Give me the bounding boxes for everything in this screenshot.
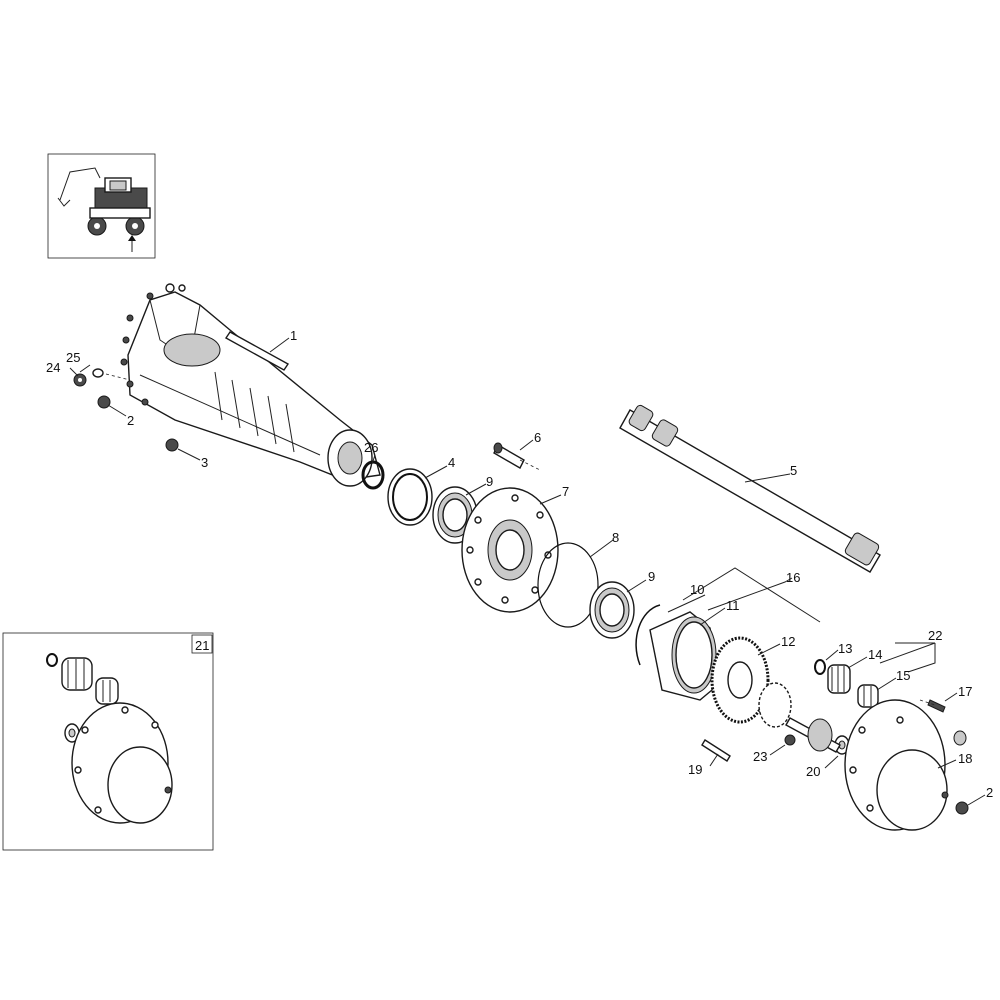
callout-24: 24 — [46, 360, 60, 375]
callout-26: 26 — [364, 440, 378, 455]
part-18-planetary-cover — [844, 699, 949, 831]
part-25-washer — [92, 368, 104, 378]
callout-14: 14 — [868, 647, 882, 662]
callout-labels: 1 2 2 3 4 5 6 7 8 9 9 10 11 12 13 14 15 … — [46, 328, 993, 800]
part-10-circlip — [635, 604, 661, 666]
callout-15: 15 — [896, 668, 910, 683]
part-11-ring-gear — [649, 611, 719, 701]
callout-25: 25 — [66, 350, 80, 365]
part-2-nut-right — [955, 801, 969, 815]
callout-1: 1 — [290, 328, 297, 343]
callout-18: 18 — [958, 751, 972, 766]
callout-10: 10 — [690, 582, 704, 597]
callout-2: 2 — [127, 413, 134, 428]
callout-9: 9 — [648, 569, 655, 584]
cover-plug — [953, 730, 967, 746]
callout-4: 4 — [448, 455, 455, 470]
location-arrow-icon — [128, 235, 136, 252]
callout-22: 22 — [928, 628, 942, 643]
callout-8: 8 — [612, 530, 619, 545]
part-14-planet-gear — [827, 664, 851, 694]
part-2-nut — [97, 395, 111, 409]
part-1-pin — [224, 331, 290, 371]
callout-6: 6 — [534, 430, 541, 445]
part-23-nut — [784, 734, 796, 746]
callout-2: 2 — [986, 785, 993, 800]
stub-shaft — [785, 717, 841, 753]
part-7-wheel-hub — [461, 487, 559, 613]
callout-9: 9 — [486, 474, 493, 489]
part-13-snap-ring — [814, 659, 826, 675]
part-15-sun-gear — [857, 684, 879, 708]
callout-5: 5 — [790, 463, 797, 478]
part-5-drive-shaft — [619, 404, 881, 573]
part-9-bearing-outer — [589, 581, 635, 639]
callout-17: 17 — [958, 684, 972, 699]
part-12-gear-carrier — [710, 636, 770, 724]
callout-13: 13 — [838, 641, 852, 656]
callout-19: 19 — [688, 762, 702, 777]
detail-box-21 — [2, 632, 214, 851]
callout-23: 23 — [753, 749, 767, 764]
part-16-thrust-plate — [758, 682, 792, 728]
callout-12: 12 — [781, 634, 795, 649]
part-4-seal — [387, 468, 433, 526]
part-8-o-ring — [537, 542, 599, 628]
callout-7: 7 — [562, 484, 569, 499]
excavator-icon — [57, 167, 151, 236]
callout-3: 3 — [201, 455, 208, 470]
callout-20: 20 — [806, 764, 820, 779]
part-19-bolt — [701, 739, 731, 762]
part-3-plug — [165, 438, 179, 452]
callout-11: 11 — [726, 598, 740, 613]
callout-21: 21 — [195, 638, 209, 653]
part-17-screw — [927, 699, 946, 713]
machine-thumbnail — [47, 153, 156, 259]
part-24-nut — [73, 373, 87, 387]
callout-16: 16 — [786, 570, 800, 585]
housing-ribs — [214, 371, 295, 453]
part-6-stud — [493, 442, 525, 469]
leader-lines — [69, 337, 986, 806]
axle-housing — [120, 283, 381, 487]
